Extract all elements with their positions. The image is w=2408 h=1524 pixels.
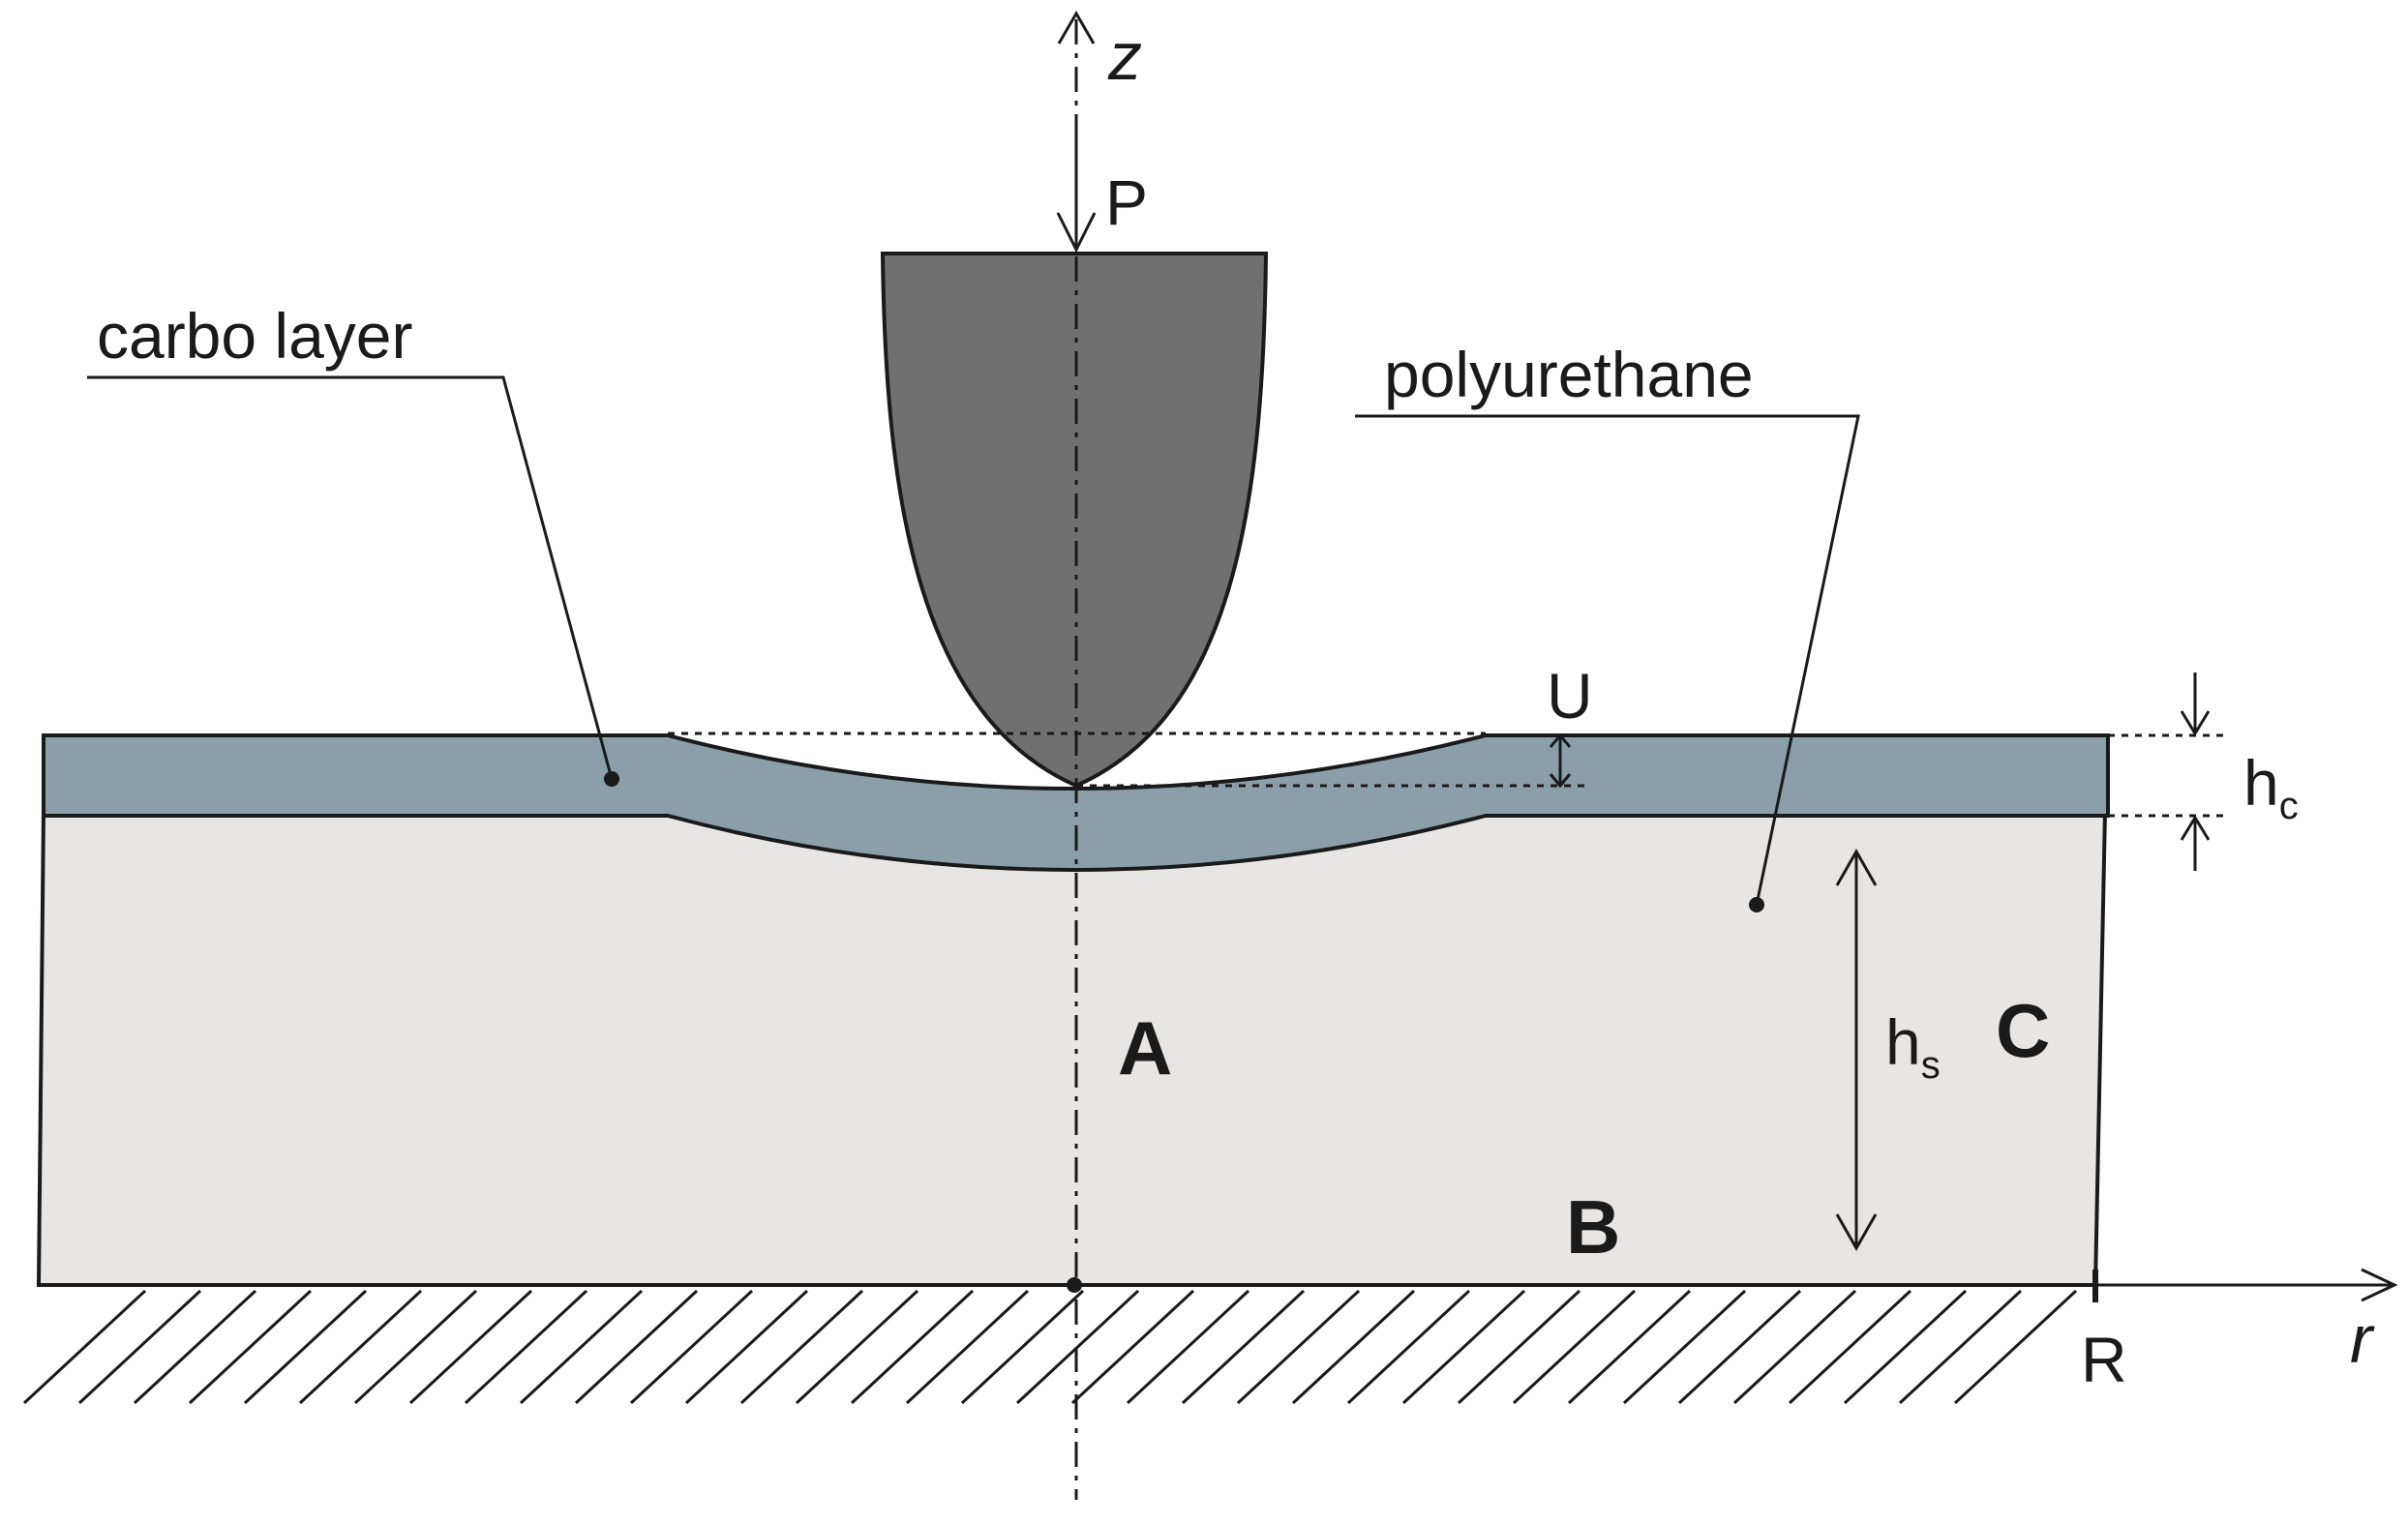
z-axis-label: z: [1107, 18, 1142, 94]
polyurethane-leader: [1355, 414, 1860, 906]
polyurethane-label: polyurethane: [1384, 339, 1754, 410]
hatch-line: [574, 1289, 699, 1405]
point-c-label: C: [1996, 988, 2050, 1073]
hatch-line: [188, 1289, 313, 1405]
hatch-line: [739, 1289, 864, 1405]
hatch-line: [684, 1289, 809, 1405]
hatch-line: [1126, 1289, 1250, 1405]
hatch-line: [1015, 1289, 1140, 1405]
hc-arrowhead-top: [2180, 710, 2211, 736]
hatch-line: [1181, 1289, 1306, 1405]
hatch-line: [298, 1289, 423, 1405]
r-axis-arrowhead: [2361, 1268, 2398, 1302]
hatch-line: [1622, 1289, 1747, 1405]
hatch-line: [795, 1289, 919, 1405]
displacement-label: U: [1547, 660, 1593, 732]
hatch-line: [519, 1289, 644, 1405]
carbo-layer-leader: [87, 375, 614, 780]
hatch-line: [408, 1289, 533, 1405]
point-a-label: A: [1118, 1005, 1172, 1091]
displacement-arrowhead-top: [1549, 732, 1572, 748]
radius-label: R: [2081, 1324, 2127, 1395]
hatch-line: [464, 1289, 588, 1405]
point-b-label: B: [1566, 1184, 1620, 1270]
hatch-line: [1732, 1289, 1857, 1405]
hatch-line: [1567, 1289, 1692, 1405]
hatch-line: [133, 1289, 257, 1405]
substrate-thickness-label: hs: [1885, 1006, 1941, 1087]
polyurethane-leader-dot: [1749, 897, 1764, 912]
hatch-line: [629, 1289, 754, 1405]
hatch-line: [1346, 1289, 1471, 1405]
z-axis-arrowhead: [1057, 11, 1096, 45]
ground-hatching: [22, 1289, 2078, 1405]
hatch-line: [1070, 1289, 1195, 1405]
indenter: [880, 252, 1269, 789]
hatch-line: [243, 1289, 368, 1405]
coating-thickness-label: hc: [2243, 747, 2299, 827]
hatch-line: [22, 1289, 147, 1405]
carbo-layer-leader-dot: [604, 771, 619, 787]
r-axis-label: r: [2350, 1301, 2375, 1377]
hatch-line: [1457, 1289, 1581, 1405]
hatch-line: [1843, 1289, 1968, 1405]
hatch-line: [1677, 1289, 1802, 1405]
hatch-line: [1512, 1289, 1637, 1405]
hatch-line: [905, 1289, 1030, 1405]
carbo-layer-label: carbo layer: [97, 300, 413, 372]
hs-arrowhead-top: [1835, 848, 1878, 886]
hatch-line: [1291, 1289, 1416, 1405]
hatch-line: [1788, 1289, 1912, 1405]
displacement-arrowhead-bottom: [1549, 773, 1572, 789]
hatch-line: [850, 1289, 975, 1405]
load-arrowhead: [1056, 212, 1097, 254]
hatch-line: [1236, 1289, 1361, 1405]
hatch-line: [77, 1289, 202, 1405]
hatch-line: [353, 1289, 478, 1405]
hatch-line: [960, 1289, 1085, 1405]
hs-arrowhead-bottom: [1835, 1213, 1878, 1252]
hatch-line: [1898, 1289, 2023, 1405]
hatch-line: [1953, 1289, 2078, 1405]
hc-arrowhead-bottom: [2180, 815, 2211, 841]
hatch-line: [1401, 1289, 1526, 1405]
load-label: P: [1105, 166, 1148, 238]
substrate-block: [36, 809, 2108, 1287]
origin-dot: [1067, 1277, 1082, 1293]
